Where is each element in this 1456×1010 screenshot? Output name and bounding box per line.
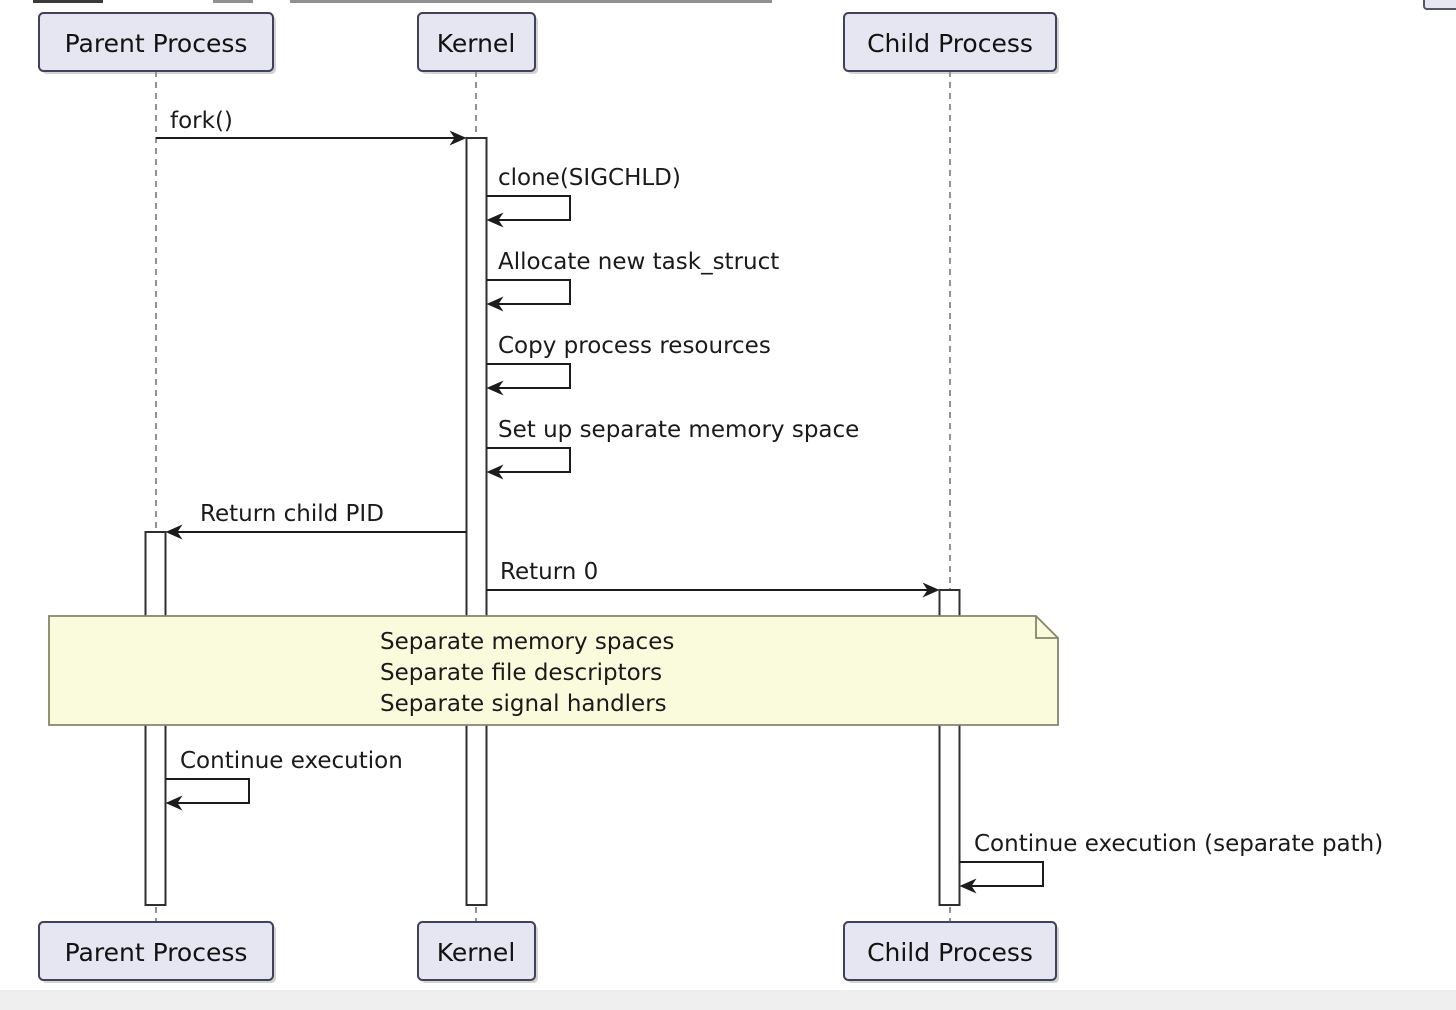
arrowhead-right-icon (449, 130, 467, 146)
participant-label-kernel: Kernel (437, 938, 516, 967)
note-line-3: Separate signal handlers (380, 691, 667, 717)
message-label-continue-parent: Continue execution (180, 748, 403, 774)
participant-box-child (843, 12, 1057, 72)
top-right-crop-box (1423, 0, 1456, 10)
self-message-allocate (486, 279, 571, 305)
self-message-continue-child (959, 861, 1044, 887)
bottom-page-strip (0, 990, 1456, 1010)
participant-top-child-process: Child Process (843, 12, 1059, 74)
message-label-return-zero: Return 0 (500, 559, 598, 585)
arrowhead-left-icon (486, 380, 504, 396)
note-fold-icon (1035, 616, 1058, 639)
message-label-fork: fork() (170, 108, 233, 134)
self-message-clone (486, 195, 571, 221)
note-line-1: Separate memory spaces (380, 629, 674, 655)
arrowhead-left-icon (165, 524, 183, 540)
arrowhead-left-icon (165, 795, 183, 811)
participant-box-parent (38, 921, 274, 981)
message-label-allocate: Allocate new task_struct (498, 249, 779, 275)
top-crop-artifact (213, 0, 253, 3)
arrowhead-left-icon (486, 212, 504, 228)
participant-label-kernel: Kernel (437, 29, 516, 58)
participant-top-kernel: Kernel (417, 12, 538, 74)
participant-bottom-kernel: Kernel (417, 921, 538, 983)
participant-box-kernel (417, 12, 536, 72)
participant-bottom-child-process: Child Process (843, 921, 1059, 983)
participant-label-parent: Parent Process (65, 29, 248, 58)
participant-top-parent-process: Parent Process (38, 12, 276, 74)
participant-box-parent (38, 12, 274, 72)
message-label-clone: clone(SIGCHLD) (498, 165, 681, 191)
self-message-continue-parent (165, 778, 250, 804)
top-crop-artifact (290, 0, 772, 3)
arrowhead-left-icon (486, 464, 504, 480)
participant-box-kernel (417, 921, 536, 981)
message-label-setup: Set up separate memory space (498, 417, 859, 443)
participant-label-child: Child Process (867, 938, 1033, 967)
note-line-2: Separate file descriptors (380, 660, 662, 686)
message-label-copy: Copy process resources (498, 333, 771, 359)
activation-bar-kernel (465, 137, 488, 906)
participant-box-child (843, 921, 1057, 981)
arrowhead-right-icon (922, 582, 940, 598)
message-label-continue-child: Continue execution (separate path) (974, 831, 1383, 857)
participant-bottom-parent-process: Parent Process (38, 921, 276, 983)
arrowhead-left-icon (959, 878, 977, 894)
message-label-return-pid: Return child PID (200, 501, 384, 527)
top-crop-artifact (33, 0, 103, 3)
participant-label-child: Child Process (867, 29, 1033, 58)
participant-label-parent: Parent Process (65, 938, 248, 967)
note-box (48, 615, 1059, 726)
arrowhead-left-icon (486, 296, 504, 312)
self-message-setup (486, 447, 571, 473)
self-message-copy (486, 363, 571, 389)
